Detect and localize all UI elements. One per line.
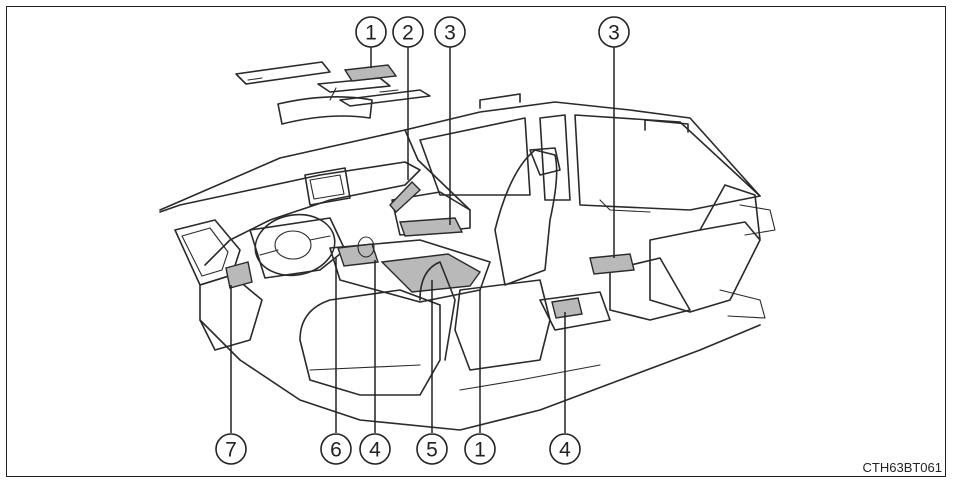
sun-visor-left: [235, 61, 331, 85]
callout-3-right-label: 3: [608, 22, 620, 45]
callout-4-right-label: 4: [559, 439, 571, 462]
callout-7-bottom-label: 7: [225, 439, 237, 462]
callout-1-top: 1: [355, 16, 387, 48]
side-windows: [419, 114, 761, 213]
callout-1-top-label: 1: [365, 22, 377, 45]
console-box-highlight: [380, 253, 482, 293]
grab-handle-front: [479, 93, 521, 109]
steering-wheel: [254, 213, 336, 277]
rear-console: [539, 291, 611, 331]
dashboard: [159, 161, 421, 286]
center-console: [329, 236, 491, 303]
front-door-trim: [391, 191, 471, 236]
callout-2-top-label: 2: [402, 22, 414, 45]
rearview-mirror: [277, 87, 373, 125]
callout-3-right: 3: [598, 16, 630, 48]
callout-6-bottom: 6: [320, 433, 352, 465]
callout-4-right: 4: [549, 433, 581, 465]
callout-1-bottom-label: 1: [474, 439, 486, 462]
passenger-seat: [454, 147, 561, 371]
driver-seat: [299, 261, 456, 396]
grab-handle-rear: [644, 119, 689, 133]
figure-frame: [6, 6, 946, 477]
callout-5-bottom: 5: [416, 433, 448, 465]
figure-code: CTH63BT061: [862, 460, 942, 475]
callout-4-bottom-label: 4: [369, 439, 381, 462]
rear-cupholder-highlight: [551, 297, 583, 319]
callout-4-bottom: 4: [359, 433, 391, 465]
leader-lines: [230, 47, 615, 433]
callout-3-top-label: 3: [444, 22, 456, 45]
storage-lower-left-highlight: [225, 261, 253, 289]
callout-6-bottom-label: 6: [330, 439, 342, 462]
callout-5-bottom-label: 5: [426, 439, 438, 462]
rear-seat: [609, 184, 776, 321]
roof-line: [159, 101, 761, 211]
callout-3-top: 3: [434, 16, 466, 48]
door-pocket-front-highlight: [389, 180, 422, 214]
rear-door-storage-highlight: [589, 253, 635, 275]
callout-7-bottom: 7: [215, 433, 247, 465]
floor-outline: [199, 319, 761, 431]
callout-2-top: 2: [392, 16, 424, 48]
overhead-console: [317, 77, 431, 107]
tray-center-highlight: [337, 243, 379, 267]
callout-1-bottom: 1: [464, 433, 496, 465]
storage-overhead-highlight: [343, 64, 398, 82]
door-storage-front-highlight: [399, 217, 464, 237]
